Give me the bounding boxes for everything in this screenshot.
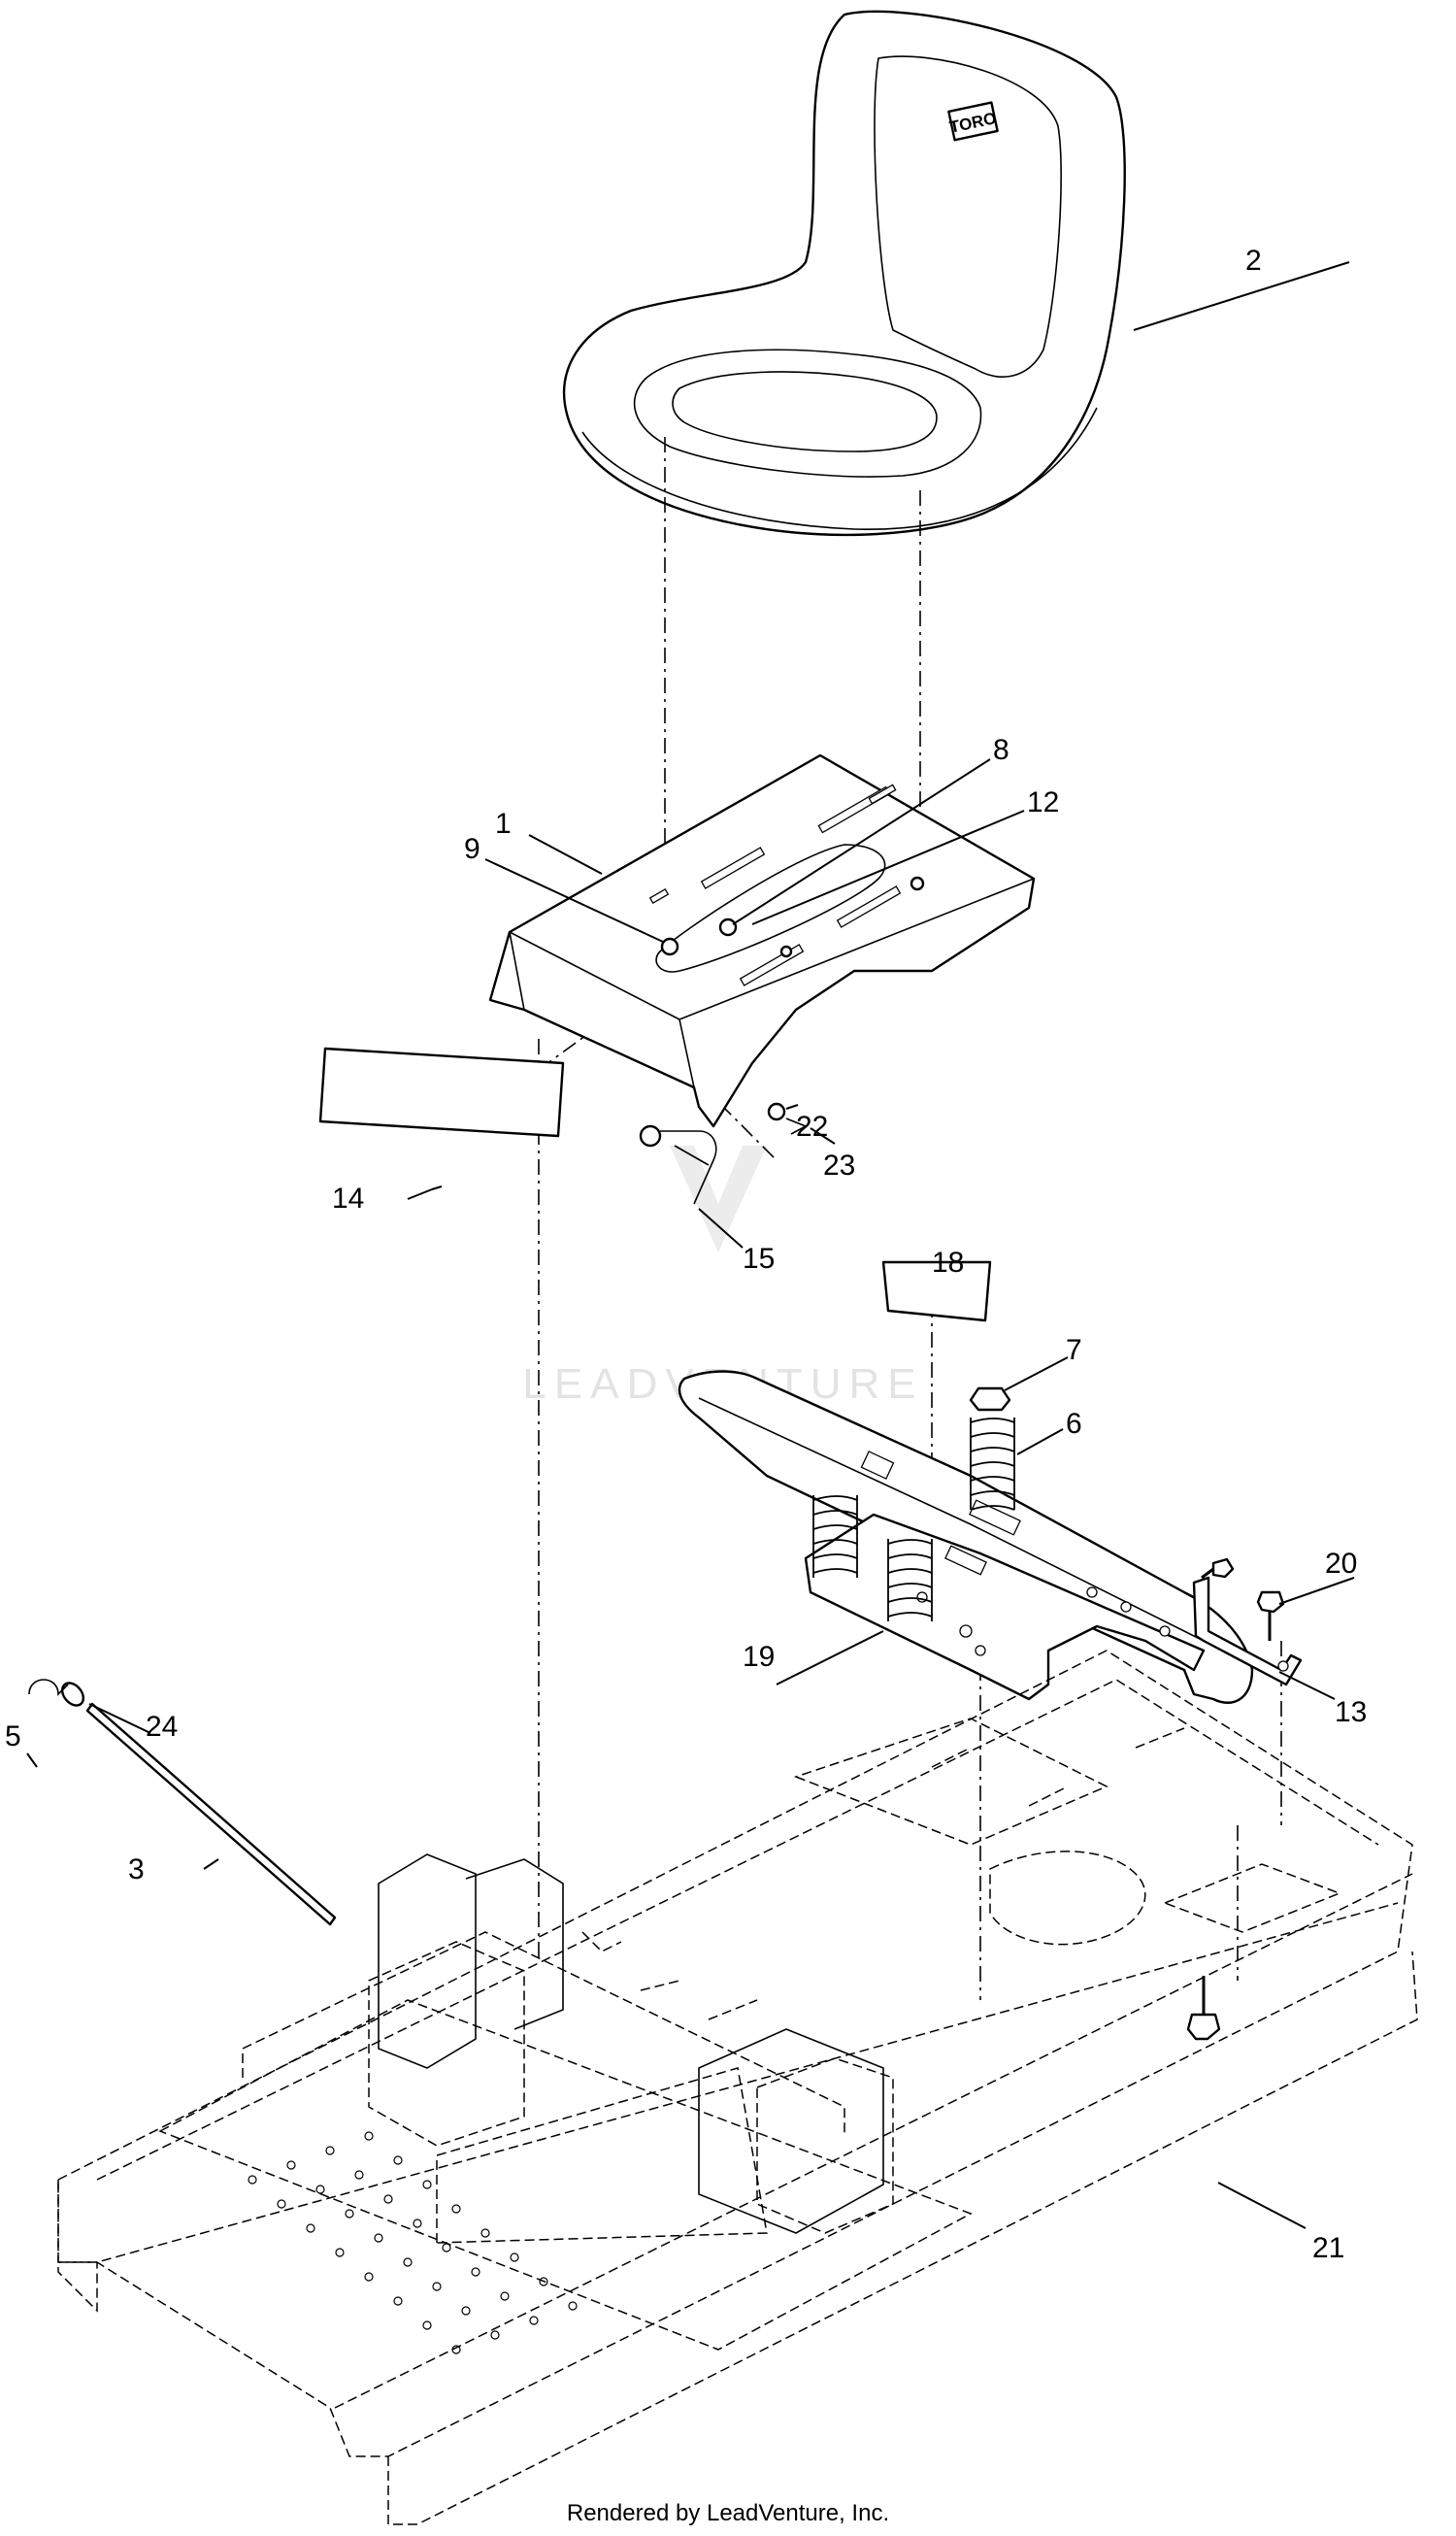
callout-1: 1 xyxy=(495,808,512,840)
nut-7 xyxy=(969,1386,1011,1412)
callout-8: 8 xyxy=(993,734,1009,766)
frame-pivot-bracket xyxy=(378,1853,884,2234)
bracket-13 xyxy=(1192,1576,1303,1686)
clip-23 xyxy=(785,1118,808,1135)
bolt-near-bracket xyxy=(1201,1557,1235,1580)
callout-6: 6 xyxy=(1066,1408,1082,1440)
rod-3 xyxy=(28,1679,337,1926)
watermark: LEADVENTURE xyxy=(522,1146,916,1408)
suspension-assembly xyxy=(678,1370,1254,1704)
alignment-lines xyxy=(513,437,1282,2000)
callout-12: 12 xyxy=(1027,786,1059,818)
seat: TORO xyxy=(562,10,1126,537)
tractor-frame xyxy=(57,1650,1418,2525)
callout-15: 15 xyxy=(743,1243,775,1275)
bolt-20 xyxy=(1256,1590,1285,1641)
decal-14 xyxy=(318,1047,565,1138)
callout-24: 24 xyxy=(146,1711,178,1743)
seat-logo-plate xyxy=(947,101,999,142)
seat-mounting-plate xyxy=(488,753,1036,1128)
frame-hole-pattern xyxy=(248,2131,578,2354)
callout-14: 14 xyxy=(332,1183,364,1215)
decal-18 xyxy=(881,1260,992,1322)
callout-20: 20 xyxy=(1325,1548,1357,1580)
callout-21: 21 xyxy=(1312,2232,1344,2264)
callout-23: 23 xyxy=(823,1150,855,1182)
callout-13: 13 xyxy=(1335,1696,1367,1728)
washer-22 xyxy=(767,1102,786,1121)
cotter-pin-5 xyxy=(28,1679,69,1696)
pin-15 xyxy=(639,1124,717,1205)
bolt-21 xyxy=(1186,1976,1221,2041)
callout-9: 9 xyxy=(464,833,480,865)
footer-credit: Rendered by LeadVenture, Inc. xyxy=(566,2500,890,2526)
leader-lines xyxy=(26,261,1355,2229)
bushing-24 xyxy=(60,1682,85,1707)
callout-22: 22 xyxy=(796,1111,828,1143)
callout-18: 18 xyxy=(932,1247,964,1279)
callout-2: 2 xyxy=(1245,245,1262,277)
callout-3: 3 xyxy=(128,1853,145,1885)
callout-5: 5 xyxy=(5,1720,21,1752)
callout-labels: 2 1 8 12 9 14 15 22 23 18 7 6 19 20 13 2… xyxy=(5,245,1367,2264)
spring-6 xyxy=(812,1418,1015,1621)
callout-7: 7 xyxy=(1066,1334,1082,1366)
callout-19: 19 xyxy=(743,1641,775,1673)
